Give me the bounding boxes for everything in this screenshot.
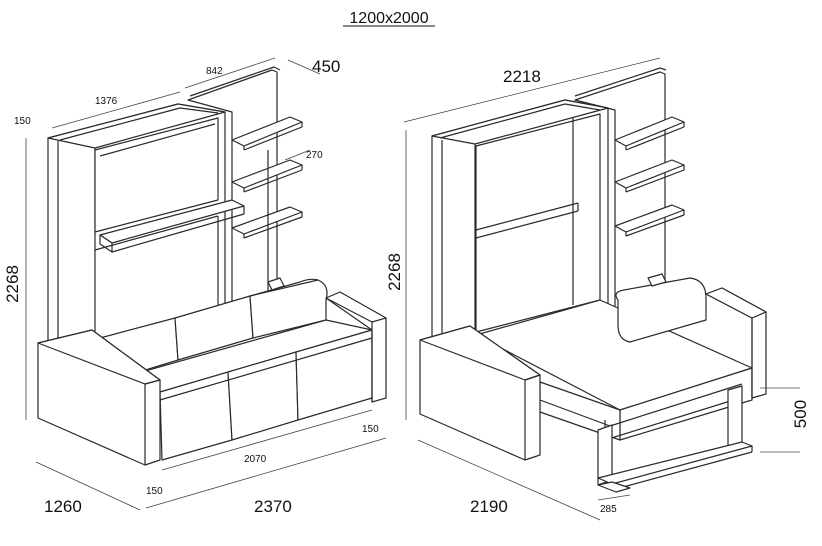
dim-height: 2268 — [3, 265, 22, 303]
dim-bed-height: 500 — [791, 400, 810, 428]
right-dimensions — [403, 57, 800, 521]
dim-shelf-width: 842 — [206, 66, 223, 77]
dim-arm-right: 150 — [362, 424, 379, 435]
left-sofa — [37, 277, 387, 466]
right-unit: 2218 2268 2190 500 285 — [385, 57, 810, 521]
dim-right-width: 2218 — [503, 67, 541, 86]
right-sofa — [419, 273, 767, 461]
left-dimensions — [25, 57, 387, 511]
dim-leg-offset: 285 — [600, 504, 617, 515]
left-unit: 450 842 1376 150 270 2268 1260 2370 2070… — [3, 57, 387, 516]
left-shelf-unit — [187, 66, 303, 319]
dim-depth: 1260 — [44, 497, 82, 516]
left-bed-cabinet — [47, 103, 245, 371]
right-bed — [475, 299, 753, 493]
dim-total-width: 2370 — [254, 497, 292, 516]
dim-open-depth: 2190 — [470, 497, 508, 516]
dim-side-panel: 150 — [14, 116, 31, 127]
diagram-title: 1200x2000 — [349, 10, 428, 27]
dim-right-height: 2268 — [385, 253, 404, 291]
right-shelf-unit — [574, 67, 685, 319]
right-bed-cabinet — [431, 99, 609, 351]
dim-shelf-depth: 450 — [312, 57, 340, 76]
dim-bed-width: 1376 — [95, 96, 118, 107]
dim-sofa-width: 2070 — [244, 454, 267, 465]
dim-shelf-gap: 270 — [306, 150, 323, 161]
dim-arm-left: 150 — [146, 486, 163, 497]
